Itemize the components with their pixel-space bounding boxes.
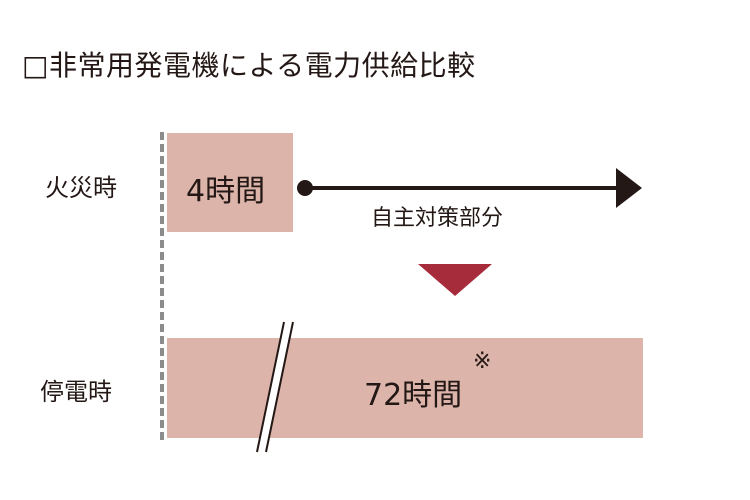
- break-line-left: [256, 321, 285, 453]
- arrow-label: 自主対策部分: [371, 206, 504, 231]
- bar-outage-label: 72時間: [364, 378, 463, 413]
- diagram-title: □非常用発電機による電力供給比較: [22, 49, 476, 82]
- bar-fire: [167, 133, 293, 232]
- down-triangle-icon: [418, 264, 492, 296]
- break-line-right: [265, 321, 294, 453]
- break-gap: [257, 322, 293, 452]
- row-label-outage: 停電時: [40, 378, 112, 406]
- row-label-fire: 火災時: [45, 174, 117, 202]
- note-mark: ※: [473, 349, 492, 374]
- bar-outage: [167, 338, 643, 438]
- arrow-head-icon: [616, 168, 642, 208]
- dashed-axis-line: [160, 132, 164, 440]
- bar-fire-label: 4時間: [186, 174, 266, 209]
